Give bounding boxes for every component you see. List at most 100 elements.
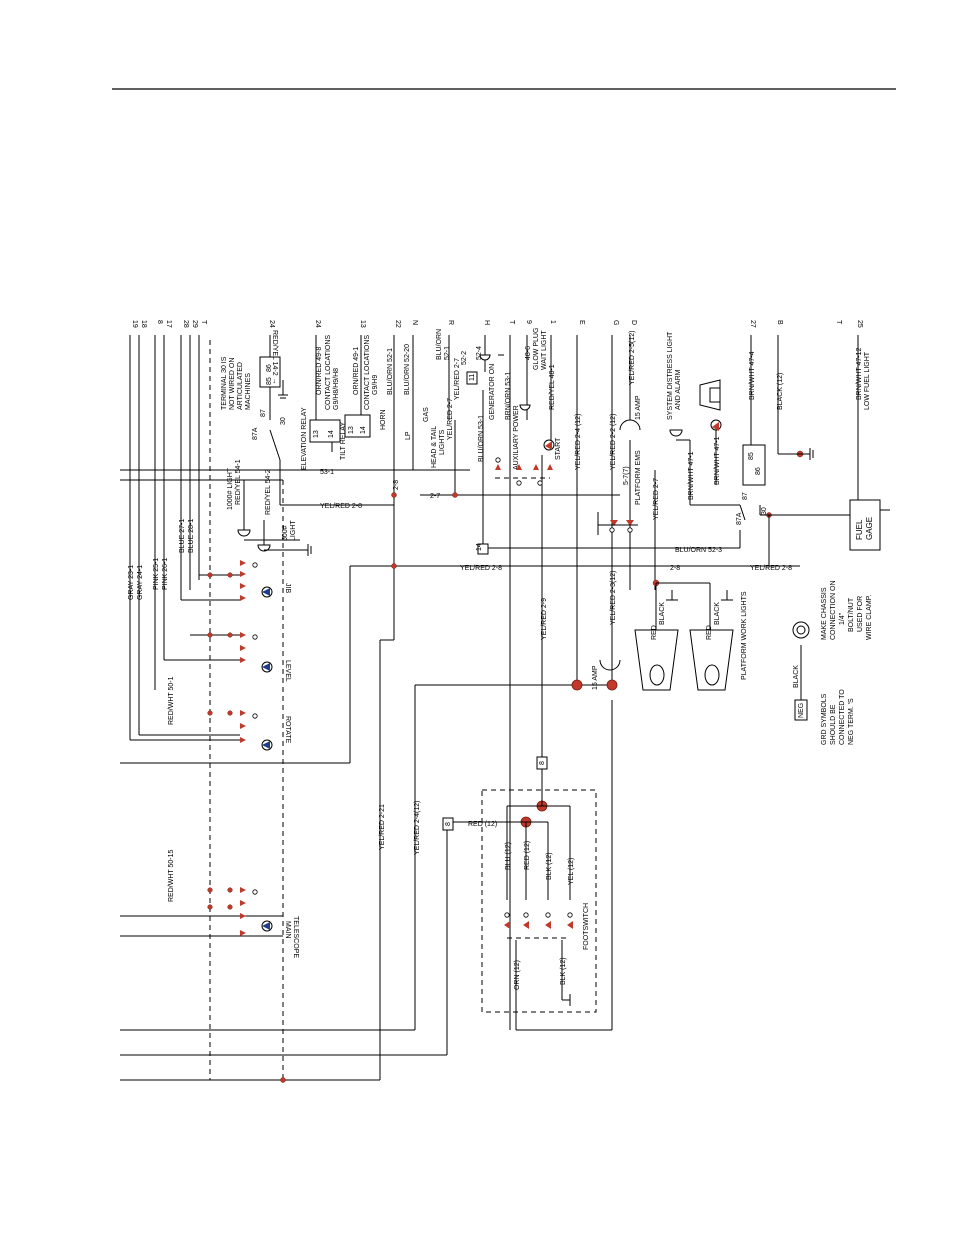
lamp1-black: BLACK bbox=[659, 602, 666, 625]
label-auxiliary-power: AUXILIARY POWER bbox=[513, 405, 520, 470]
dest-e: E bbox=[578, 320, 585, 325]
wire-yelred-2-8-c: YEL/RED 2-8 bbox=[750, 565, 792, 572]
lamp1-red: RED bbox=[651, 625, 658, 640]
terminal-note-4: MACHINES bbox=[245, 373, 252, 410]
grd-note-3: CONNECTED TO bbox=[839, 689, 846, 745]
label-fuel: FUEL bbox=[855, 519, 864, 540]
ground-notes: NEG BLACK GRD SYMBOLS SHOULD BE CONNECTE… bbox=[792, 581, 873, 745]
wire-yelred-2-7b: YEL/RED 2-7 bbox=[447, 398, 454, 440]
dest-17: 17 bbox=[165, 320, 172, 328]
relay2-30: 30 bbox=[761, 507, 768, 515]
grd-note-2: SHOULD BE bbox=[830, 704, 837, 745]
terminal-note-2: NOT WIRED ON bbox=[229, 358, 236, 410]
jib-switch: JIB bbox=[181, 560, 291, 601]
wire-48-1: RED/YEL 48-1 bbox=[549, 364, 556, 410]
relay2-86: 86 bbox=[755, 467, 762, 475]
label-platform-ems: PLATFORM EMS bbox=[635, 450, 642, 505]
ground-symbols bbox=[295, 354, 733, 1006]
wire-redyel54-2: RED/YEL 54-2 bbox=[265, 469, 272, 515]
grd-note-1: GRD SYMBOLS bbox=[821, 693, 828, 745]
label-start: START bbox=[555, 437, 562, 460]
dest-h: H bbox=[483, 320, 490, 325]
wire-orn-red-49-1: ORN/RED 49-1 bbox=[353, 347, 360, 395]
contact-loc-1a: CONTACT LOCATIONS bbox=[325, 335, 332, 410]
wire-red12b: RED (12) bbox=[524, 841, 531, 870]
wire-redwht-lower: RED/WHT 50-15 bbox=[168, 850, 175, 902]
relay1-30: 30 bbox=[280, 417, 287, 425]
t13-a: 13 bbox=[313, 430, 320, 438]
left-wire-labels: GRAY 23-1 GRAY 24-1 PINK 25-1 PINK 26-1 … bbox=[128, 519, 195, 902]
label-level: LEVEL bbox=[284, 660, 291, 682]
wire-yelred-2-3: YEL/RED 2-3(12) bbox=[610, 571, 617, 625]
label-jib: JIB bbox=[284, 583, 291, 593]
relay2-87: 87 bbox=[742, 492, 749, 500]
wire-brn-wht-47-1: BRN/WHT 47-1 bbox=[688, 451, 695, 500]
label-glow-plug: GLOW PLUG bbox=[533, 328, 540, 370]
chassis-note-2: CONNECTION ON bbox=[830, 581, 837, 641]
label-rotate: ROTATE bbox=[284, 716, 291, 744]
wire-pink26: PINK 26-1 bbox=[162, 558, 169, 590]
wire-52-2: 52-2 bbox=[461, 351, 468, 365]
wire-yelred-2-4b: YEL/RED 2-4 (12) bbox=[575, 414, 582, 470]
wire-brn-orn-53: BRN/ORN 53-1 bbox=[505, 372, 512, 420]
wire-brn-wht-47-12: BRN/WHT 47-12 bbox=[856, 348, 863, 400]
destination-labels: 19 18 8 17 28 29 T 24 24 13 22 N R H T 9… bbox=[131, 320, 863, 328]
wire-blk12c: BLK (12) bbox=[560, 957, 567, 985]
relay-block: 13 14 ELEVATION RELAY ORN/RED 49-8 CONTA… bbox=[301, 329, 461, 495]
wire-blu-orn-top: BLU/ORN bbox=[436, 329, 443, 360]
dest-g: G bbox=[612, 320, 619, 325]
relay1-87: 87 bbox=[260, 409, 267, 417]
label-gas: GAS bbox=[423, 407, 430, 422]
label-gage: GAGE bbox=[865, 517, 874, 540]
wire-blu-orn-53: BLU/ORN 53-1 bbox=[478, 415, 485, 462]
wire-2-8b: 2-8 bbox=[670, 565, 680, 572]
wire-48-6: 48-6 bbox=[525, 346, 532, 360]
label-500: 500# bbox=[282, 525, 289, 541]
wire-redyel54-1: RED/YEL 54-1 bbox=[235, 459, 242, 505]
load-lights: 1000# LIGHT RED/YEL 54-1 RED/YEL 54-2 50… bbox=[227, 459, 300, 552]
wire-52-1: 52-1 bbox=[444, 346, 451, 360]
wire-yelred-2-21: YEL/RED 2-21 bbox=[379, 804, 386, 850]
box-14: 14 bbox=[476, 543, 483, 551]
label-low-fuel-light: LOW FUEL LIGHT bbox=[864, 351, 871, 410]
relay1-86: 86 bbox=[266, 364, 273, 372]
label-system-distress: SYSTEM DISTRESS LIGHT bbox=[667, 331, 674, 420]
t14-a: 14 bbox=[328, 430, 335, 438]
terminal-note-3: ARTICULATED bbox=[237, 362, 244, 410]
left-bus bbox=[129, 335, 284, 1080]
grd-note-4: NEG TERM. 'S bbox=[848, 698, 855, 745]
footswitch: RED (12) BLU (12) RED (12) BLK (12) YEL … bbox=[453, 700, 613, 1031]
wire-blk12: BLK (12) bbox=[546, 852, 553, 880]
dest-27: 27 bbox=[749, 320, 756, 328]
wire-blue27: BLUE 27-1 bbox=[179, 519, 186, 553]
label-neg: NEG bbox=[798, 703, 805, 718]
relay2-87a: 87A bbox=[736, 512, 743, 525]
chassis-note-4: BOLT/NUT bbox=[848, 597, 855, 632]
label-horn: HORN bbox=[380, 409, 387, 430]
dest-29: 29 bbox=[191, 320, 198, 328]
dest-8: 8 bbox=[156, 320, 163, 324]
dest-n: N bbox=[411, 320, 418, 325]
dest-22: 22 bbox=[394, 320, 401, 328]
label-main: MAIN bbox=[284, 921, 291, 939]
wire-redyel-top: RED/YEL 14-2 → bbox=[271, 330, 278, 385]
chassis-note-1: MAKE CHASSIS bbox=[821, 587, 828, 640]
wire-gray24: GRAY 24-1 bbox=[137, 565, 144, 600]
lamp2-black: BLACK bbox=[714, 602, 721, 625]
wire-yelred-2-7-ems: YEL/RED 2-7 bbox=[653, 478, 660, 520]
label-lp: LP bbox=[405, 431, 412, 440]
lamp2-red: RED bbox=[706, 625, 713, 640]
t13-b: 13 bbox=[348, 426, 355, 434]
wire-yelred-2-2: YEL/RED 2-2 (12) bbox=[610, 414, 617, 470]
junctions bbox=[207, 450, 804, 1083]
dest-24a: 24 bbox=[268, 320, 275, 328]
wire-blu-orn-52-1: BLU/ORN 52-1 bbox=[387, 348, 394, 395]
mid-wires: 2-8 YEL/RED 2-8 2-7 53-1 YEL/RED 2-8 YEL… bbox=[320, 390, 792, 572]
wire-black12a: BLACK (12) bbox=[777, 373, 784, 410]
distress-alarm: SYSTEM DISTRESS LIGHT AND ALARM BRN/WHT … bbox=[667, 331, 890, 566]
chassis-note-6: WIRE CLAMP. bbox=[866, 595, 873, 640]
relay1-85: 85 bbox=[266, 377, 273, 385]
dest-d: D bbox=[630, 320, 637, 325]
dest-13: 13 bbox=[359, 320, 366, 328]
wire-brn-wht-47-4: BRN/WHT 47-4 bbox=[749, 351, 756, 400]
